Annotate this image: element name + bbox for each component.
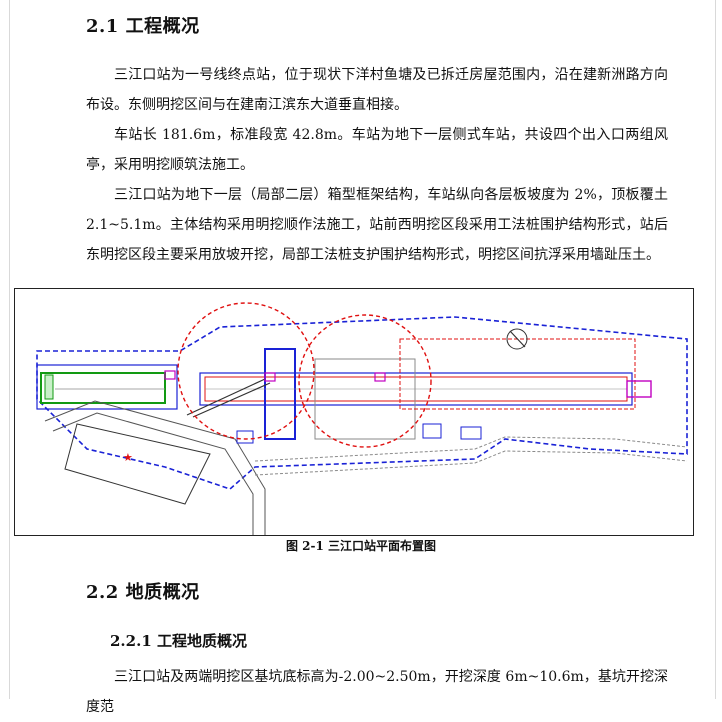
station-layout-drawing: ★	[36, 302, 688, 535]
paragraph-1: 三江口站为一号线终点站，位于现状下洋村鱼塘及已拆迁房屋范围内，沿在建新洲路方向布…	[86, 67, 668, 113]
paragraph-3: 三江口站为地下一层（局部二层）箱型框架结构，车站纵向各层板坡度为 2%，顶板覆土…	[86, 187, 668, 263]
figure-caption: 图 2-1 三江口站平面布置图	[285, 539, 437, 553]
paragraph-4: 三江口站及两端明挖区基坑底标高为-2.00~2.50m，开挖深度 6m~10.6…	[86, 669, 668, 715]
page-border-left	[9, 0, 10, 699]
page-border-right	[715, 0, 716, 699]
section-2-2-1-body: 三江口站及两端明挖区基坑底标高为-2.00~2.50m，开挖深度 6m~10.6…	[86, 662, 668, 722]
section-heading-2-2-1: 2.2.1 工程地质概况	[110, 632, 247, 650]
station-layout-figure: ★	[14, 288, 694, 536]
red-star-marker: ★	[123, 451, 133, 464]
section-2-1-body: 三江口站为一号线终点站，位于现状下洋村鱼塘及已拆迁房屋范围内，沿在建新洲路方向布…	[86, 60, 668, 270]
section-heading-2-2: 2.2 地质概况	[86, 582, 200, 603]
paragraph-2: 车站长 181.6m，标准段宽 42.8m。车站为地下一层侧式车站，共设四个出入…	[86, 127, 668, 173]
section-heading-2-1: 2.1 工程概况	[86, 16, 200, 37]
